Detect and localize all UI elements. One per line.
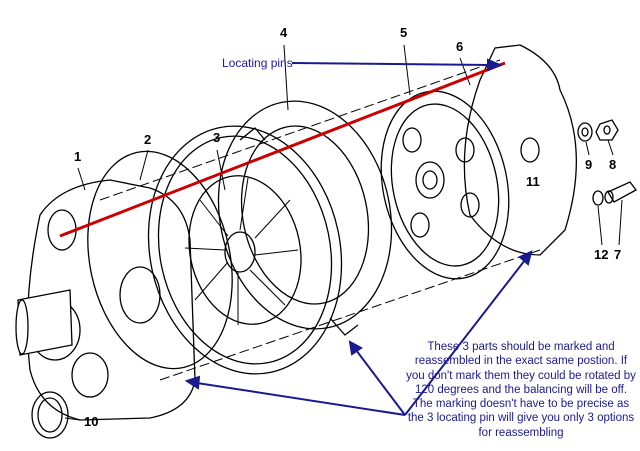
part-5-flywheel <box>380 90 510 280</box>
label-part-1: 1 <box>74 149 82 164</box>
label-part-6: 6 <box>456 39 464 54</box>
label-part-4: 4 <box>280 25 288 40</box>
note-arrow-2 <box>355 349 406 416</box>
label-part-5: 5 <box>400 25 408 40</box>
part-1-housing <box>15 179 196 421</box>
part-12-washer <box>592 190 604 206</box>
part-10-seal <box>31 391 69 439</box>
locating-pins-arrow <box>291 62 491 66</box>
label-part-3: 3 <box>213 130 221 145</box>
part-2-ring <box>87 150 233 370</box>
label-part-10: 10 <box>84 414 99 429</box>
part-7-bolt <box>604 181 637 204</box>
label-part-11: 11 <box>526 174 540 189</box>
locating-pin-line <box>59 61 506 238</box>
label-part-12: 12 <box>594 247 609 262</box>
label-part-7: 7 <box>614 247 622 262</box>
label-part-8: 8 <box>609 157 617 172</box>
label-part-2: 2 <box>144 132 152 147</box>
part-8-nut <box>595 119 619 141</box>
label-part-9: 9 <box>585 157 593 172</box>
note-arrow-3 <box>404 259 526 416</box>
part-3-clutch-disc <box>147 125 343 375</box>
note-arrow-1 <box>196 382 406 416</box>
part-6-cover <box>463 44 578 256</box>
part-9-washer <box>577 122 593 142</box>
part-4-pressure-plate <box>217 100 393 336</box>
marking-note: These 3 parts should be marked and reass… <box>406 341 636 439</box>
locating-pins-label: Locating pins <box>222 56 293 70</box>
